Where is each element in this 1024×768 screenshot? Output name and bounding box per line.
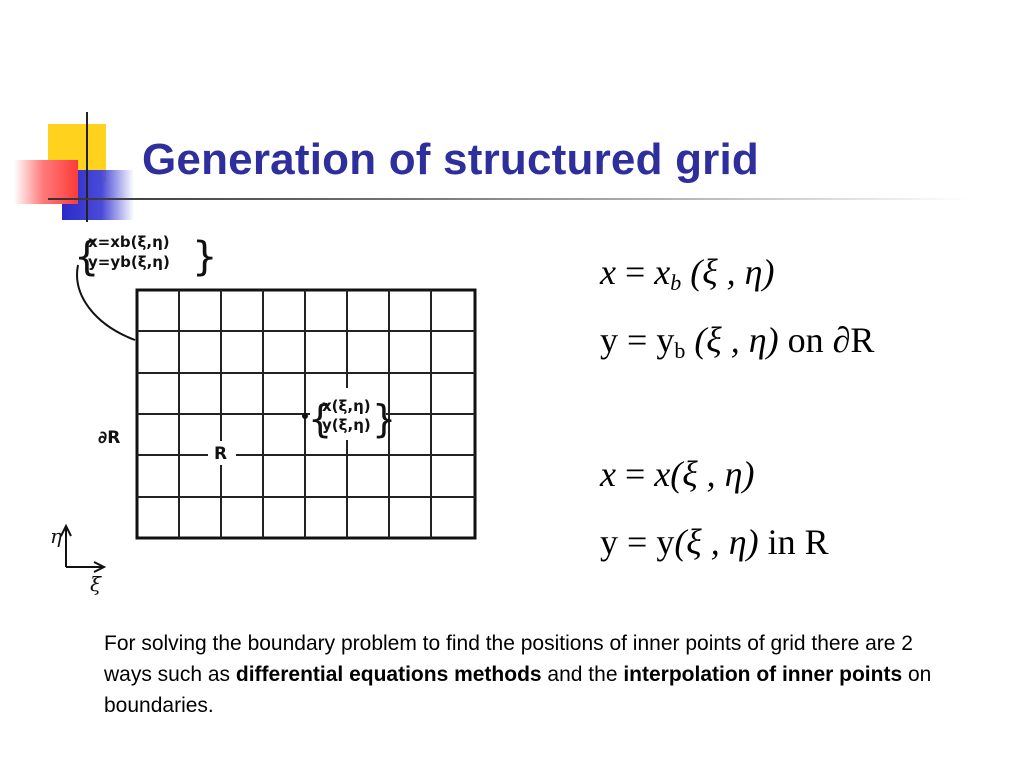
equation-interior-y: y = y(ξ , η) in R	[600, 522, 829, 562]
equation-interior-x: x = x(ξ , η)	[600, 454, 755, 494]
decor-red-square	[14, 160, 78, 204]
interior-point	[302, 413, 308, 419]
fig-interior-eq-x: x(ξ,η)	[322, 397, 371, 415]
title-underline	[48, 198, 968, 200]
fig-axis-eta: η	[50, 524, 62, 548]
fig-boundary-label: ∂R	[98, 428, 120, 448]
brace-left-boundary: {	[74, 234, 99, 280]
brace-right-interior: }	[372, 397, 396, 441]
fig-region-label: R	[214, 444, 227, 464]
equation-boundary-y: y = yb (ξ , η) on ∂R	[600, 320, 875, 363]
grid-horizontal-lines	[137, 330, 475, 498]
caption-bold-interpolation: interpolation of inner points	[623, 663, 903, 686]
structured-grid-figure: { x=xb(ξ,η) y=yb(ξ,η) } { x(ξ,η) y(ξ,η) …	[40, 225, 500, 605]
leader-curve	[76, 264, 136, 341]
slide-caption: For solving the boundary problem to find…	[104, 632, 932, 717]
brace-right-boundary: }	[192, 234, 217, 280]
fig-boundary-eq-x: x=xb(ξ,η)	[88, 233, 170, 251]
equation-boundary-x: x = xb (ξ , η)	[600, 252, 775, 295]
fig-interior-eq-y: y(ξ,η)	[322, 416, 371, 434]
axis-arrows	[60, 523, 107, 573]
slide-title: Generation of structured grid	[142, 135, 759, 184]
fig-boundary-eq-y: y=yb(ξ,η)	[88, 253, 170, 271]
brace-left-interior: {	[308, 397, 332, 441]
decor-vertical-line	[86, 112, 88, 222]
fig-axis-xi: ξ	[90, 572, 102, 596]
caption-bold-differential: differential equations methods	[235, 663, 542, 686]
